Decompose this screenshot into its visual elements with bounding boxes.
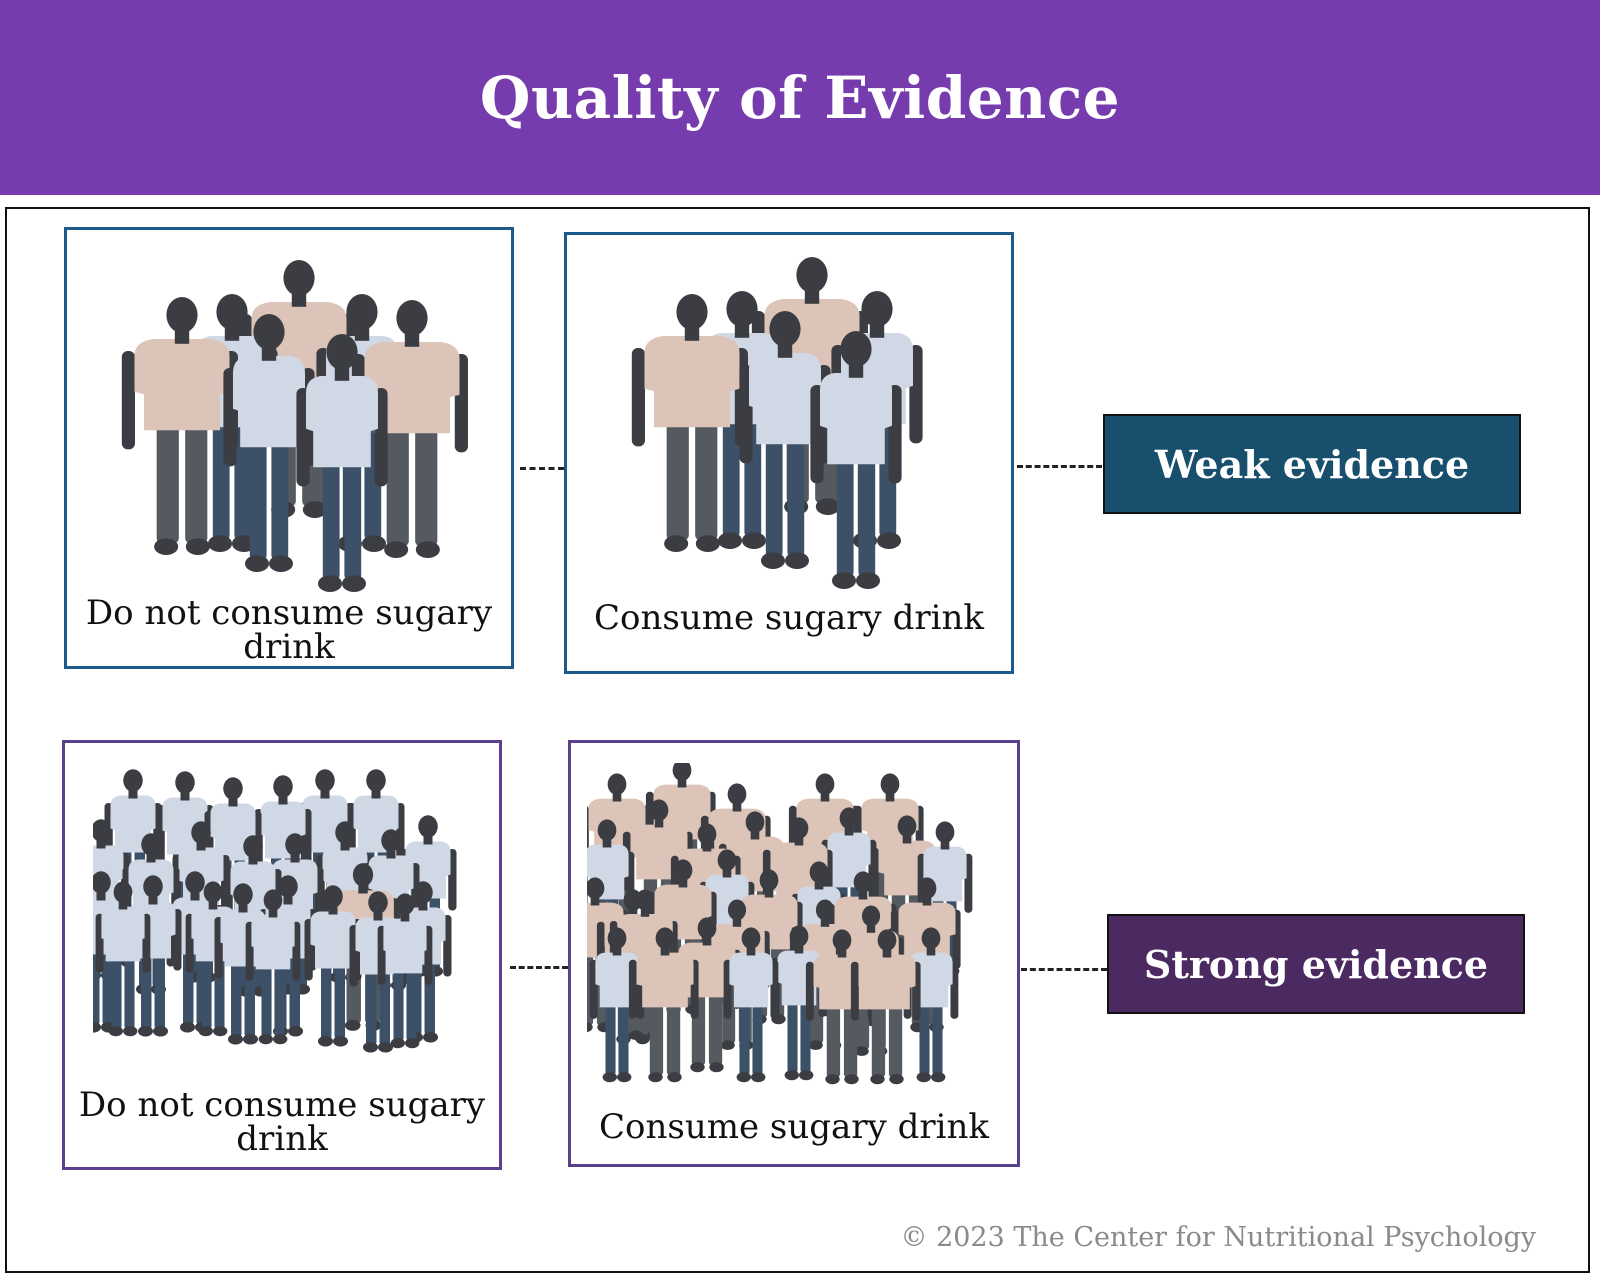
person-icon	[121, 297, 238, 555]
strong-control-group-panel: Do not consume sugary drink	[62, 740, 502, 1170]
group-caption: Consume sugary drink	[599, 1107, 989, 1147]
people-group-illustration	[631, 257, 923, 589]
group-caption: Do not consume sugary drink	[85, 593, 493, 667]
person-icon	[95, 881, 151, 1037]
header-banner: Quality of Evidence	[0, 0, 1600, 195]
weak-evidence-badge: Weak evidence	[1103, 414, 1521, 514]
weak-control-group-panel: Do not consume sugary drink	[64, 227, 514, 669]
person-icon	[850, 929, 921, 1085]
diagram-frame: Do not consume sugary drink Consume suga…	[5, 207, 1590, 1273]
group-caption: Do not consume sugary drink	[78, 1085, 486, 1159]
person-icon	[245, 889, 301, 1045]
copyright-credit: © 2023 The Center for Nutritional Psycho…	[900, 1222, 1536, 1253]
person-icon	[723, 927, 779, 1083]
connector-line	[510, 966, 568, 969]
weak-exposed-group-panel: Consume sugary drink	[564, 232, 1014, 674]
connector-line	[520, 467, 564, 470]
strong-evidence-badge: Strong evidence	[1107, 914, 1525, 1014]
group-caption: Consume sugary drink	[594, 598, 984, 638]
strong-exposed-group-panel: Consume sugary drink	[568, 740, 1020, 1167]
page-title: Quality of Evidence	[479, 63, 1121, 132]
connector-line	[1017, 465, 1102, 468]
people-group-illustration	[587, 763, 973, 1085]
person-icon	[810, 331, 902, 589]
person-icon	[631, 294, 748, 552]
person-icon	[739, 311, 831, 569]
person-icon	[628, 927, 699, 1083]
people-group-illustration	[93, 769, 457, 1053]
person-icon	[377, 893, 433, 1049]
person-icon	[296, 334, 388, 592]
connector-line	[1021, 968, 1107, 971]
people-group-illustration	[121, 260, 468, 592]
person-icon	[304, 885, 362, 1047]
person-icon	[214, 883, 272, 1045]
